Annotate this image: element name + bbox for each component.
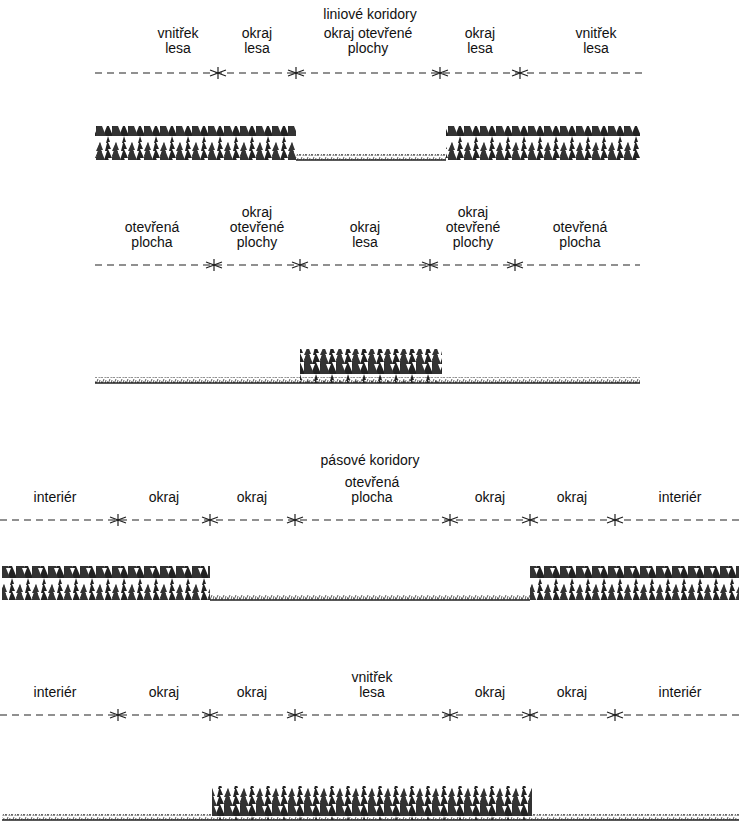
ground (296, 159, 446, 161)
grass (296, 154, 446, 160)
zone-label: otevřená plocha (116, 220, 188, 250)
zone-label: okraj (222, 685, 282, 700)
forest (212, 786, 532, 820)
zone-label: vnitřek lesa (341, 670, 403, 700)
zone-label: okraj lesa (342, 220, 388, 250)
zone-label: interiér (644, 490, 716, 505)
forest (446, 126, 640, 160)
forest (300, 349, 442, 383)
zone-label: okraj (134, 490, 194, 505)
grass (210, 594, 530, 600)
zone-label: okraj otevřené plochy (222, 205, 292, 250)
dashed-axis (0, 714, 741, 715)
zone-label: interiér (19, 490, 91, 505)
zone-label: vnitřek lesa (566, 26, 626, 56)
zone-label: okraj otevřené plochy (313, 26, 423, 56)
section-heading: liniové koridory (260, 7, 480, 22)
ground (210, 599, 530, 601)
forest (2, 566, 210, 600)
forest-profile-4 (2, 786, 739, 820)
zone-label: okraj (542, 490, 602, 505)
zone-label: okraj (222, 490, 282, 505)
boundary-ticks (110, 67, 623, 721)
forest (95, 126, 296, 160)
zone-label: okraj otevřené plochy (438, 205, 508, 250)
zone-label: okraj (460, 490, 520, 505)
section-heading: pásové koridory (260, 453, 480, 468)
zone-label: okraj lesa (234, 26, 280, 56)
tick (206, 259, 523, 271)
dashed-axis (95, 72, 645, 73)
zone-label: interiér (644, 685, 716, 700)
zone-label: otevřená plocha (336, 475, 408, 505)
zone-label: okraj (542, 685, 602, 700)
tick (110, 514, 623, 526)
zone-label: otevřená plocha (544, 220, 616, 250)
zone-label: vnitřek lesa (148, 26, 208, 56)
forest-profile-3 (2, 566, 739, 600)
dashed-axis (0, 519, 741, 520)
forest-profile-2 (95, 349, 640, 383)
dashed-axis (95, 264, 640, 265)
zone-label: okraj lesa (457, 26, 503, 56)
axis-lines (0, 73, 741, 715)
forest (530, 566, 739, 600)
zone-label: okraj (134, 685, 194, 700)
tick (210, 67, 528, 79)
zone-label: okraj (460, 685, 520, 700)
forest-profile-1 (95, 126, 640, 160)
zone-label: interiér (19, 685, 91, 700)
tick (110, 709, 623, 721)
